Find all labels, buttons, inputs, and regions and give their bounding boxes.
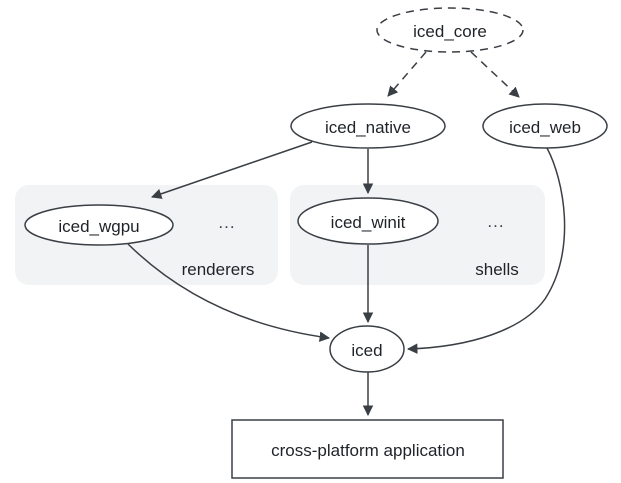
node-iced-winit — [297, 197, 439, 245]
node-iced-label: iced — [351, 341, 382, 360]
group-renderers-ellipsis: ... — [218, 213, 235, 232]
edge-iced-wgpu-to-iced — [127, 243, 331, 342]
node-iced-winit-label: iced_winit — [331, 213, 406, 232]
edge-iced-core-to-iced-native — [387, 51, 427, 97]
node-iced-core — [376, 7, 524, 53]
edge-iced-native-to-iced-wgpu — [151, 141, 313, 199]
node-iced-native — [290, 103, 446, 149]
node-cross-platform-application-label: cross-platform application — [271, 441, 465, 460]
node-iced-native-label: iced_native — [325, 118, 411, 137]
node-iced-web — [482, 103, 608, 149]
group-renderers-label: renderers — [182, 260, 255, 279]
node-iced-core-label: iced_core — [413, 22, 487, 41]
edge-iced-web-to-iced — [406, 147, 566, 354]
group-shells-ellipsis: ... — [487, 212, 504, 231]
node-iced — [329, 325, 405, 373]
node-cross-platform-application — [231, 419, 504, 479]
node-iced-wgpu — [24, 204, 174, 246]
node-iced-wgpu-label: iced_wgpu — [58, 217, 139, 236]
group-shells-label: shells — [475, 260, 518, 279]
node-iced-web-label: iced_web — [509, 118, 581, 137]
edge-iced-core-to-iced-web — [470, 51, 520, 98]
